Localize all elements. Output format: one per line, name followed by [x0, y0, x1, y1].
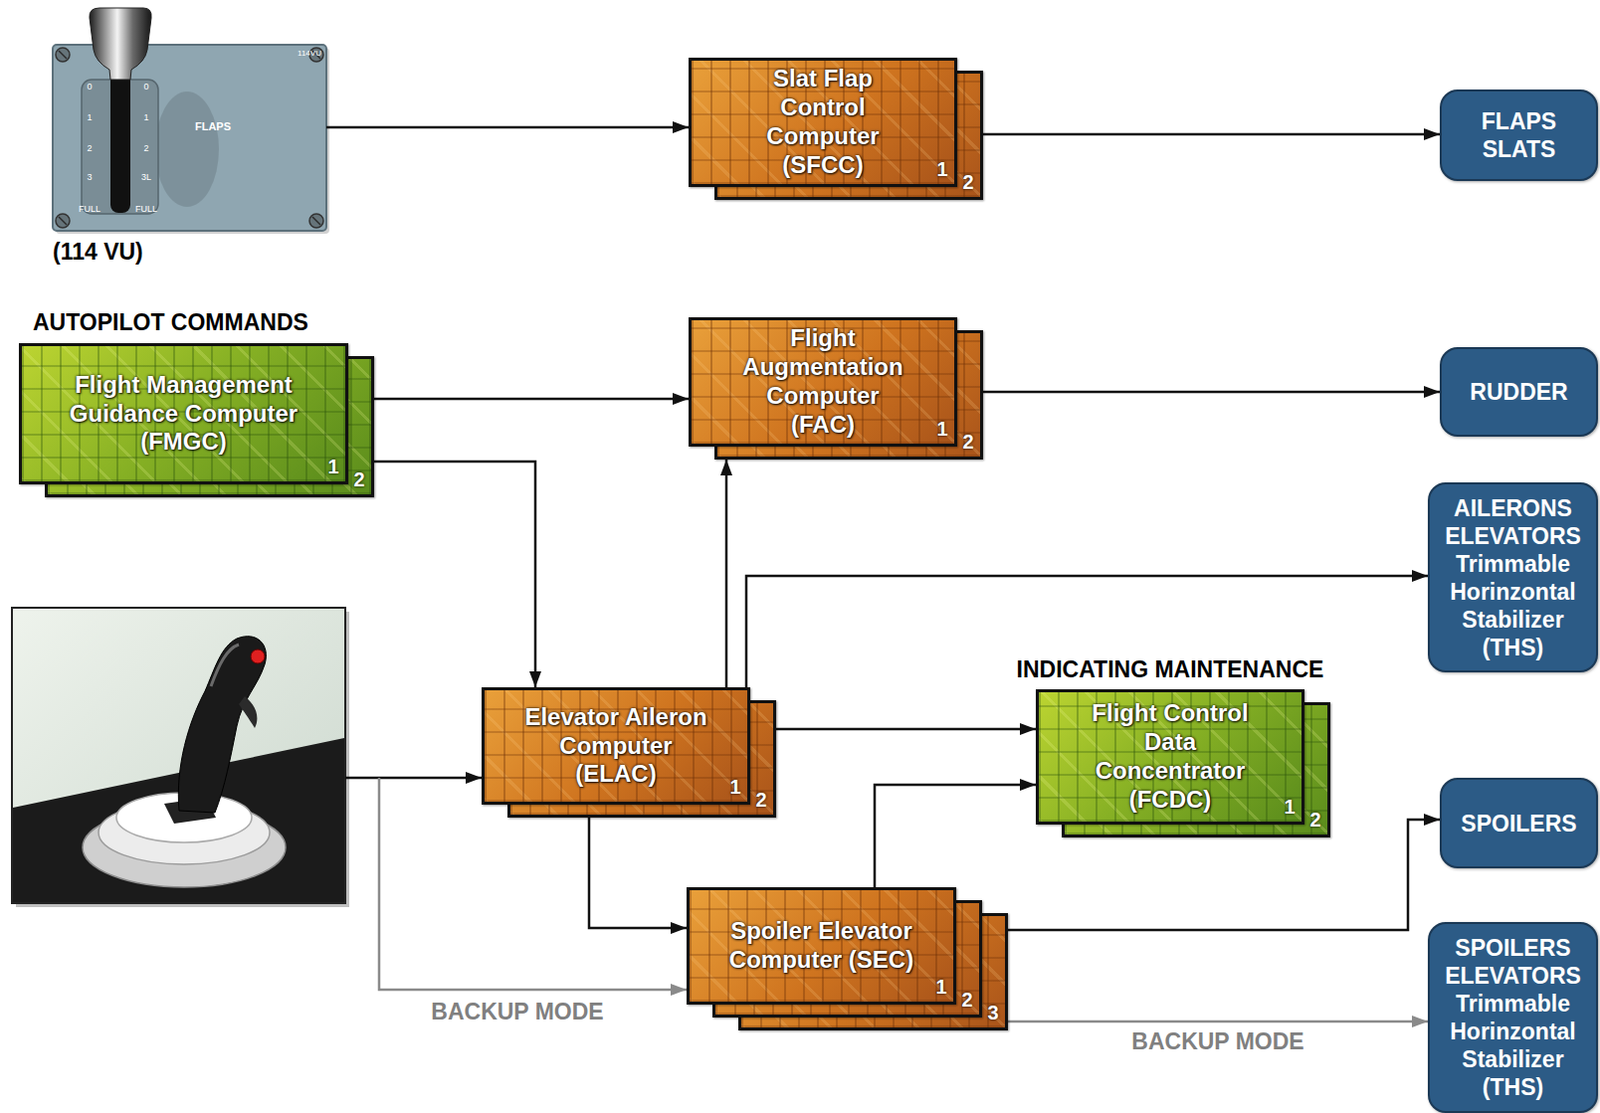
- surface-name: FLAPS SLATS: [1449, 107, 1589, 164]
- signal-wire: [345, 777, 482, 781]
- panel-marking: 114VU: [294, 47, 325, 60]
- mode-label: BACKUP MODE: [427, 998, 606, 1026]
- computer-name: Elevator Aileron Computer (ELAC): [519, 703, 713, 790]
- signal-connector: [874, 785, 1036, 888]
- mode-label: BACKUP MODE: [1128, 1027, 1307, 1056]
- panel-marking: 2: [74, 142, 105, 155]
- unit-number: 1: [933, 416, 952, 441]
- computer-name: Slat Flap Control Computer (SFCC): [737, 64, 909, 180]
- signal-connector: [374, 398, 689, 401]
- unit-number: 1: [324, 454, 343, 479]
- computer-name: Flight Augmentation Computer (FAC): [737, 324, 909, 439]
- unit-number: 3: [984, 1000, 1002, 1025]
- signal-connector: [326, 126, 689, 130]
- unit-number: 2: [752, 788, 771, 812]
- computer-stack: AUTOPILOT COMMANDSFlight Management Guid…: [18, 343, 375, 498]
- unit-number: 1: [932, 975, 951, 1000]
- signal-connector: [589, 817, 687, 929]
- surface-name: RUDDER: [1449, 378, 1589, 406]
- surface-name: SPOILERS: [1449, 809, 1589, 838]
- unit-number: 2: [958, 988, 977, 1012]
- panel-marking: 1: [131, 111, 162, 124]
- unit-number: 2: [1306, 807, 1325, 832]
- panel-marking: 2: [131, 142, 162, 155]
- computer-stack: Spoiler Elevator Computer (SEC) 123: [686, 887, 1008, 1031]
- unit-number: 1: [933, 157, 952, 182]
- computer-stack: Slat Flap Control Computer (SFCC) 12: [688, 57, 984, 200]
- panel-marking: 3: [74, 171, 105, 184]
- signal-connector: [374, 461, 536, 688]
- unit-number: 1: [726, 775, 745, 800]
- panel-marking: FULL: [74, 202, 105, 215]
- signal-connector: [746, 576, 1428, 688]
- group-heading: AUTOPILOT COMMANDS: [32, 308, 309, 337]
- sidestick-picture: [11, 607, 350, 908]
- unit-number: 2: [959, 170, 978, 195]
- computer-name: Spoiler Elevator Computer (SEC): [727, 917, 917, 976]
- panel-marking: 3L: [131, 171, 162, 184]
- surface-name: SPOILERS ELEVATORS Trimmable Horinzontal…: [1437, 934, 1589, 1102]
- surface-box: AILERONS ELEVATORS Trimmable Horinzontal…: [1427, 482, 1599, 673]
- surface-box: SPOILERS ELEVATORS Trimmable Horinzontal…: [1427, 922, 1599, 1113]
- control-panel: 114VU0123FULL0123LFULLFLAPS(114 VU): [52, 44, 327, 231]
- unit-number: 2: [350, 467, 369, 492]
- computer-stack: INDICATING MAINTENANCEFlight Control Dat…: [1035, 689, 1331, 838]
- signal-connector: [776, 728, 1036, 732]
- panel-designation: (114 VU): [52, 237, 144, 266]
- signal-connector: [725, 459, 729, 688]
- computer-stack: Elevator Aileron Computer (ELAC) 12: [481, 687, 777, 818]
- panel-marking: FLAPS: [188, 120, 238, 133]
- computer-stack: Flight Augmentation Computer (FAC) 12: [688, 317, 984, 460]
- flaps-panel: [52, 7, 330, 234]
- surface-name: AILERONS ELEVATORS Trimmable Horinzontal…: [1437, 494, 1589, 662]
- signal-connector: [983, 391, 1440, 395]
- surface-box: RUDDER: [1439, 347, 1599, 437]
- surface-box: FLAPS SLATS: [1439, 89, 1599, 182]
- panel-marking: 0: [131, 80, 162, 93]
- panel-marking: 0: [74, 80, 105, 93]
- unit-number: 2: [959, 429, 978, 454]
- signal-connector: [983, 133, 1440, 137]
- unit-number: 1: [1280, 795, 1299, 819]
- computer-name: Flight Control Data Concentrator (FCDC): [1083, 699, 1258, 814]
- panel-marking: 1: [74, 111, 105, 124]
- computer-name: Flight Management Guidance Computer (FMG…: [59, 371, 309, 457]
- surface-box: SPOILERS: [1439, 778, 1599, 869]
- panel-marking: FULL: [131, 202, 162, 215]
- group-heading: INDICATING MAINTENANCE: [1016, 655, 1325, 684]
- signal-connector: [1007, 1020, 1428, 1024]
